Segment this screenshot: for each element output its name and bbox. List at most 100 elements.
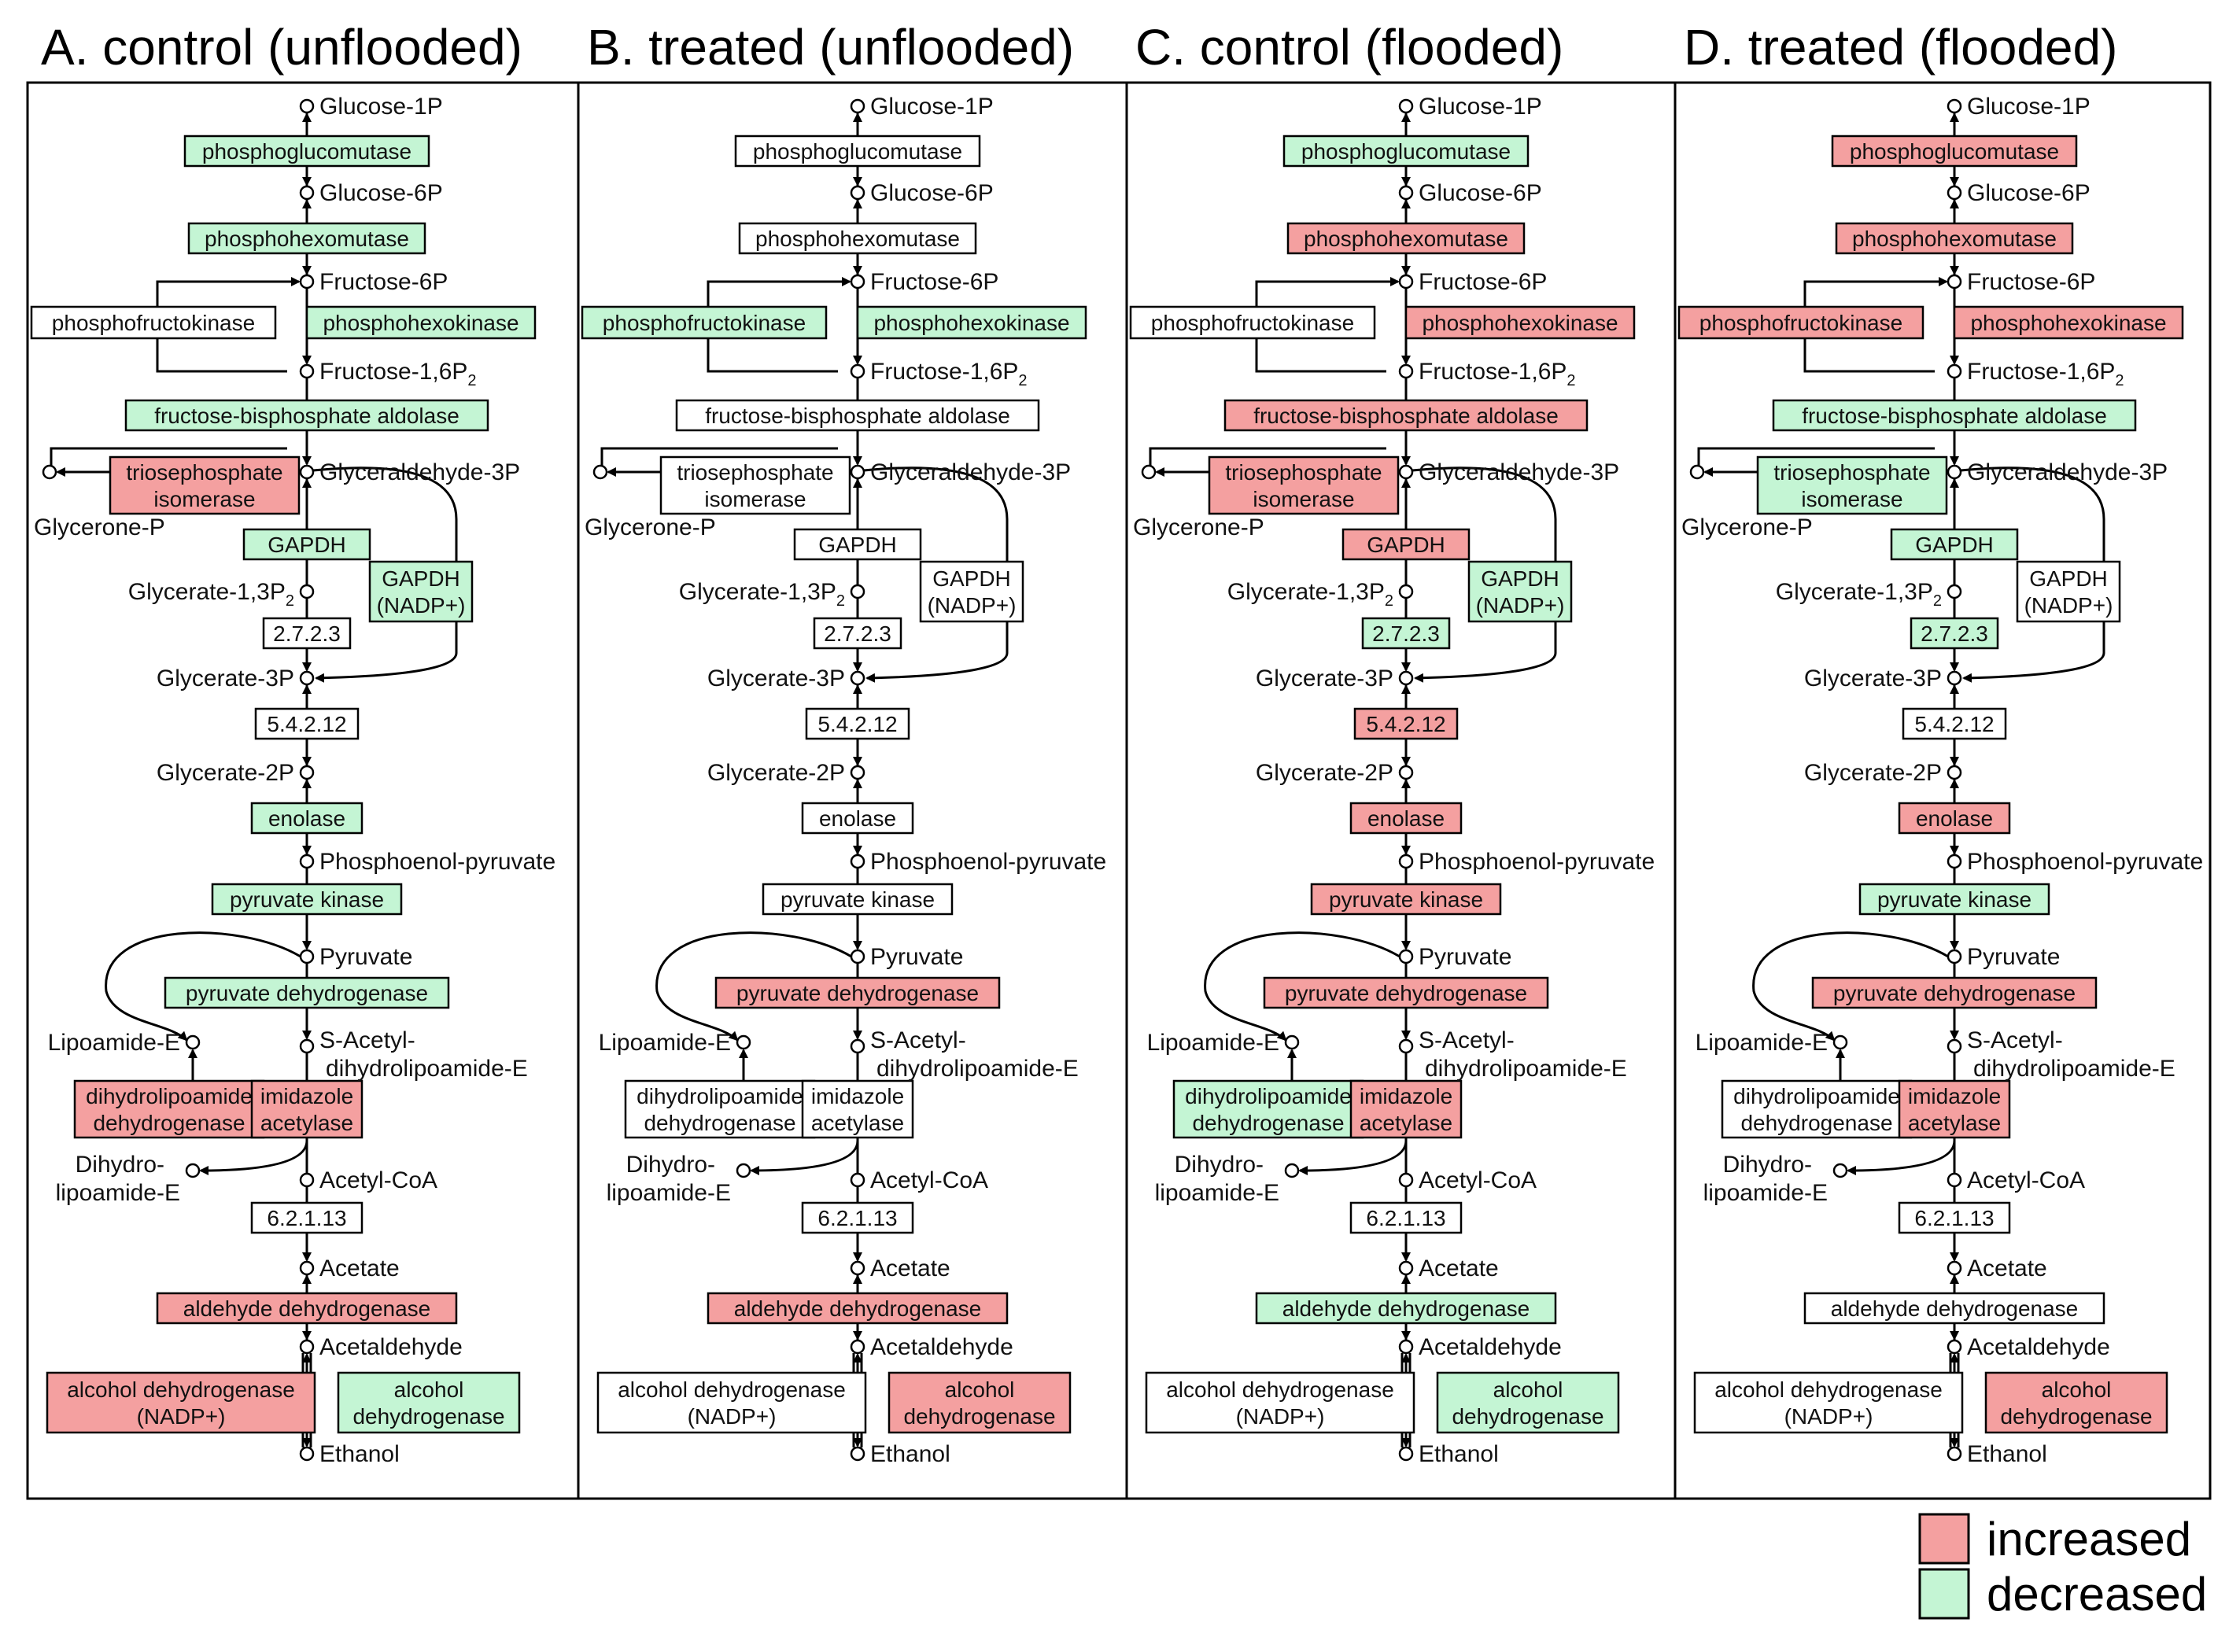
metabolite-label: Fructose-1,6P2	[1967, 359, 2124, 389]
metabolite-node	[1947, 1260, 1962, 1276]
metabolite-glucose-1p: Glucose-1P	[850, 94, 994, 120]
metabolite-label: Glycerate-2P	[707, 760, 845, 786]
enzyme-box	[888, 1371, 1072, 1434]
enzyme-phm: phosphohexomutase	[1286, 222, 1526, 255]
enzyme-fba: fructose-bisphosphate aldolase	[1223, 399, 1589, 432]
metabolite-label: Glycerate-1,3P2	[128, 579, 294, 610]
metabolite-fructose-6p: Fructose-6P	[850, 269, 998, 295]
metabolite-s-acetyl: S-Acetyl-dihydrolipoamide-E	[1947, 1027, 2175, 1082]
enzyme-label: phosphoglucomutase	[202, 139, 411, 164]
enzyme-label: acetylase	[1360, 1111, 1452, 1135]
metabolite-label: Acetate	[1967, 1256, 2047, 1281]
metabolite-node	[1398, 1339, 1414, 1355]
enzyme-box	[1349, 802, 1463, 835]
metabolite-s-acetyl: S-Acetyl-dihydrolipoamide-E	[299, 1027, 528, 1082]
enzyme-label: fructose-bisphosphate aldolase	[1802, 404, 2107, 428]
enzyme-label: isomerase	[1801, 487, 1902, 511]
metabolite-label: lipoamide-E	[56, 1180, 180, 1206]
metabolite-label: Glucose-6P	[1967, 180, 2091, 206]
enzyme-label: isomerase	[1253, 487, 1354, 511]
metabolite-label: Glycerate-1,3P2	[1776, 579, 1942, 610]
metabolite-fructose-6p: Fructose-6P	[1947, 269, 2095, 295]
enzyme-box	[919, 560, 1024, 623]
enzyme-box	[856, 305, 1087, 340]
metabolite-label: Glycerone-P	[1681, 514, 1813, 540]
metabolite-label: dihydrolipoamide-E	[1425, 1056, 1627, 1082]
metabolite-label: dihydrolipoamide-E	[1973, 1056, 2175, 1082]
metabolite-node	[299, 363, 315, 379]
metabolite-fructose-6p: Fructose-6P	[299, 269, 448, 295]
metabolite-node	[299, 1172, 315, 1188]
enzyme-label: pyruvate kinase	[1877, 887, 2031, 912]
reaction-edge	[312, 466, 458, 683]
metabolite-ethanol: Ethanol	[1947, 1441, 2047, 1467]
metabolite-label: Fructose-6P	[1419, 269, 1547, 295]
enzyme-pgm: phosphoglucomutase	[1282, 135, 1530, 168]
enzyme-label: pyruvate kinase	[1329, 887, 1483, 912]
metabolite-node	[850, 98, 865, 114]
metabolite-label: Glycerate-2P	[157, 760, 294, 786]
enzyme-fba: fructose-bisphosphate aldolase	[1772, 399, 2137, 432]
enzyme-label: aldehyde dehydrogenase	[1831, 1296, 2078, 1321]
enzyme-pgm: phosphoglucomutase	[734, 135, 981, 168]
enzyme-phk: phosphohexokinase	[305, 305, 537, 340]
enzyme-label: pyruvate dehydrogenase	[736, 981, 979, 1005]
metabolite-node	[1947, 464, 1962, 480]
enzyme-label: dehydrogenase	[644, 1111, 795, 1135]
metabolite-label: Glyceraldehyde-3P	[870, 459, 1071, 485]
enzyme-e2723: 2.7.2.3	[1910, 617, 1999, 650]
metabolite-node	[1398, 854, 1414, 869]
enzyme-box	[1693, 1371, 1964, 1434]
enzyme-label: GAPDH	[1367, 533, 1445, 557]
metabolite-glucose-6p: Glucose-6P	[1947, 180, 2091, 206]
enzyme-label: 2.7.2.3	[824, 621, 891, 646]
enzyme-box	[124, 399, 489, 432]
metabolite-node	[299, 464, 315, 480]
enzyme-label: phosphohexomutase	[1304, 227, 1508, 251]
metabolite-label: Acetate	[1419, 1256, 1499, 1281]
metabolite-label: Glyceraldehyde-3P	[1967, 459, 2168, 485]
enzyme-label: aldehyde dehydrogenase	[183, 1296, 430, 1321]
enzyme-pk: pyruvate kinase	[1858, 883, 2050, 916]
enzyme-enolase: enolase	[1898, 802, 2011, 835]
metabolite-acetaldehyde: Acetaldehyde	[1398, 1334, 1562, 1360]
enzyme-label: imidazole	[1360, 1084, 1452, 1108]
enzyme-box	[659, 455, 851, 515]
metabolite-node	[299, 1446, 315, 1462]
enzyme-phk: phosphohexokinase	[1953, 305, 2184, 340]
metabolite-node	[1398, 464, 1414, 480]
enzyme-label: phosphohexokinase	[873, 311, 1069, 335]
metabolite-label: Glyceraldehyde-3P	[1419, 459, 1619, 485]
metabolite-node	[736, 1163, 751, 1178]
metabolite-node	[1832, 1163, 1848, 1178]
metabolite-node	[1398, 98, 1414, 114]
metabolite-node	[850, 1172, 865, 1188]
panel-title: A. control (unflooded)	[41, 19, 522, 76]
enzyme-box	[250, 802, 363, 835]
metabolite-label: Pyruvate	[870, 944, 963, 970]
metabolite-glycerone-p: Glycerone-P	[34, 464, 165, 540]
metabolite-node	[850, 765, 865, 780]
enzyme-box	[1467, 560, 1573, 623]
enzyme-box	[1263, 976, 1549, 1009]
metabolite-fructose-6p: Fructose-6P	[1398, 269, 1547, 295]
enzyme-box	[805, 707, 910, 740]
enzyme-pk: pyruvate kinase	[211, 883, 403, 916]
enzyme-label: alcohol dehydrogenase	[67, 1377, 295, 1402]
metabolite-node	[1947, 185, 1962, 201]
enzyme-e2723: 2.7.2.3	[262, 617, 352, 650]
enzyme-iac: imidazole acetylase	[1349, 1079, 1463, 1139]
enzyme-box	[801, 1079, 914, 1139]
metabolite-label: Ethanol	[1419, 1441, 1499, 1467]
enzyme-label: 5.4.2.12	[1914, 712, 1994, 736]
enzyme-box	[1353, 707, 1459, 740]
enzyme-label: dihydrolipoamide	[1185, 1084, 1352, 1108]
enzyme-label: (NADP+)	[928, 593, 1017, 618]
metabolite-glycerate-13p2: Glycerate-1,3P2	[128, 579, 315, 610]
enzyme-label: phosphofructokinase	[603, 311, 806, 335]
